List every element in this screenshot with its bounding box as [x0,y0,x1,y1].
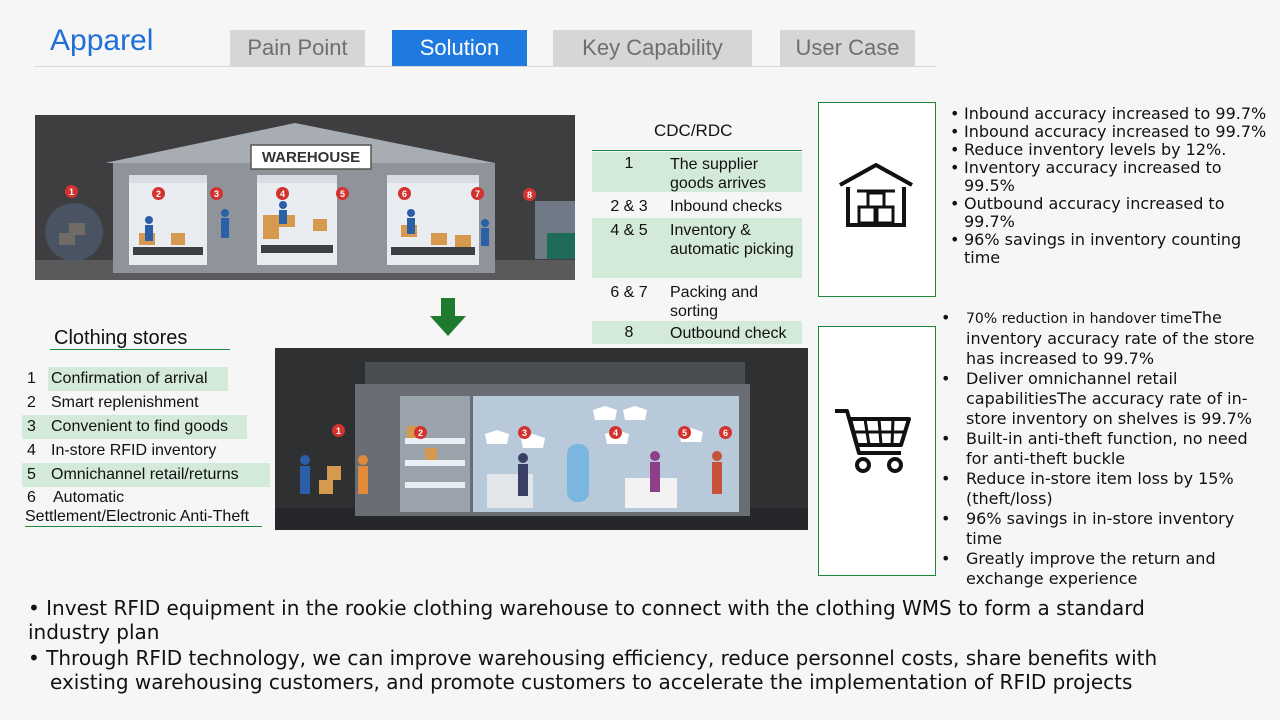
warehouse-marker-5: 5 [336,187,349,200]
store-row-underline [25,526,262,527]
store-row-number: 6 [27,489,36,506]
cart-icon-box [818,326,936,576]
store-row-number: 2 [27,394,36,411]
store-marker-5: 5 [678,426,691,439]
benefit-item: Reduce in-store item loss by 15% (theft/… [940,469,1260,509]
cdc-row-number: 4 & 5 [610,222,648,239]
store-row-number: 1 [27,370,36,387]
benefit-item-rest: The inventory accuracy rate of the store… [966,308,1255,368]
store-marker-3: 3 [518,426,531,439]
cdc-row: 1 The supplier goods arrives [592,152,802,192]
store-row-continuation: Settlement/Electronic Anti-Theft [25,507,270,527]
warehouse-illustration: WAREHOUSE 1 2 3 4 5 6 7 8 [35,115,575,280]
benefit-item: Inbound accuracy increased to 99.7% [948,123,1268,142]
store-row: 6 Automatic [22,488,272,508]
store-drawing [275,362,808,530]
summary-point: • Invest RFID equipment in the rookie cl… [28,596,1145,644]
benefit-item: 96% savings in inventory counting time [948,231,1268,267]
tab-user-case[interactable]: User Case [780,30,915,66]
warehouse-icon [839,163,913,227]
benefit-item: 70% reduction in handover timeThe invent… [940,308,1260,369]
store-marker-2: 2 [414,426,427,439]
warehouse-marker-7: 7 [471,187,484,200]
stores-title: Clothing stores [54,327,188,349]
page-title: Apparel [50,24,154,57]
benefit-item: Built-in anti-theft function, no need fo… [940,429,1260,469]
cdc-row-number: 2 & 3 [610,198,648,215]
store-row-number: 3 [27,418,36,435]
warehouse-drawing [35,123,575,280]
store-row: 2 Smart replenishment [22,391,232,415]
benefit-item: Inventory accuracy increased to 99.5% [948,159,1268,195]
store-row-text: Omnichannel retail/returns [51,466,239,483]
benefit-item-highlight: 70% reduction in handover time [966,311,1193,327]
cdc-row: 2 & 3 Inbound checks [592,196,802,216]
warehouse-marker-2: 2 [152,187,165,200]
cdc-row: 6 & 7 Packing and sorting [592,281,802,320]
down-arrow-icon [430,298,466,336]
tab-key-capability[interactable]: Key Capability [553,30,752,66]
store-row-text: Convenient to find goods [51,418,229,435]
warehouse-marker-1: 1 [65,185,78,198]
benefit-item: Greatly improve the return and exchange … [940,549,1260,589]
tab-solution[interactable]: Solution [392,30,527,66]
benefit-item: Inbound accuracy increased to 99.7% [948,105,1268,124]
summary-point: • Through RFID technology, we can improv… [28,646,1158,694]
benefit-item: Outbound accuracy increased to 99.7% [948,195,1268,231]
cdc-row-number: 8 [624,324,634,341]
store-marker-1: 1 [332,424,345,437]
benefit-item: Deliver omnichannel retail capabilitiesT… [940,369,1260,429]
warehouse-marker-3: 3 [210,187,223,200]
store-row-number: 4 [27,442,36,459]
cdc-row-text: Inventory & automatic picking [670,222,794,258]
store-illustration: 1 2 3 4 5 6 [275,348,808,530]
shopping-cart-icon [835,409,911,473]
cdc-row-text: Inbound checks [670,198,783,215]
benefit-item: 96% savings in in-store inventory time [940,509,1260,549]
warehouse-marker-4: 4 [276,187,289,200]
tab-pain-point[interactable]: Pain Point [230,30,365,66]
cdc-row-number: 6 & 7 [610,284,648,301]
warehouse-benefits-list: Inbound accuracy increased to 99.7% Inbo… [948,105,1268,267]
title-divider [34,66,936,67]
cdc-title: CDC/RDC [654,121,733,140]
cdc-row: 8 Outbound check [592,321,802,344]
cdc-row-text: Packing and sorting [670,284,759,320]
benefit-item: Reduce inventory levels by 12%. [948,141,1268,160]
store-row: 3 Convenient to find goods [22,415,252,439]
warehouse-marker-8: 8 [523,188,536,201]
cdc-row-text: Outbound check [670,325,787,342]
store-row: 1 Confirmation of arrival [22,367,232,391]
stores-divider [50,349,230,350]
warehouse-sign: WAREHOUSE [261,148,361,166]
store-row-text: In-store RFID inventory [51,442,217,459]
store-marker-6: 6 [719,426,732,439]
warehouse-icon-box [818,102,936,297]
cdc-row-text: The supplier goods arrives [670,156,767,192]
store-row-text: Confirmation of arrival [51,370,208,387]
store-benefits-list: 70% reduction in handover timeThe invent… [940,308,1260,589]
store-row-text: Automatic [53,489,125,506]
cdc-row-number: 1 [624,155,634,172]
cdc-divider [592,150,802,151]
store-row: 4 In-store RFID inventory [22,439,252,463]
store-row-text: Smart replenishment [51,394,199,411]
store-marker-4: 4 [609,426,622,439]
store-row-number: 5 [27,466,36,483]
store-row-text: Settlement/Electronic Anti-Theft [25,508,250,525]
warehouse-marker-6: 6 [398,187,411,200]
store-row: 5 Omnichannel retail/returns [22,463,272,487]
cdc-row: 4 & 5 Inventory & automatic picking [592,218,802,278]
